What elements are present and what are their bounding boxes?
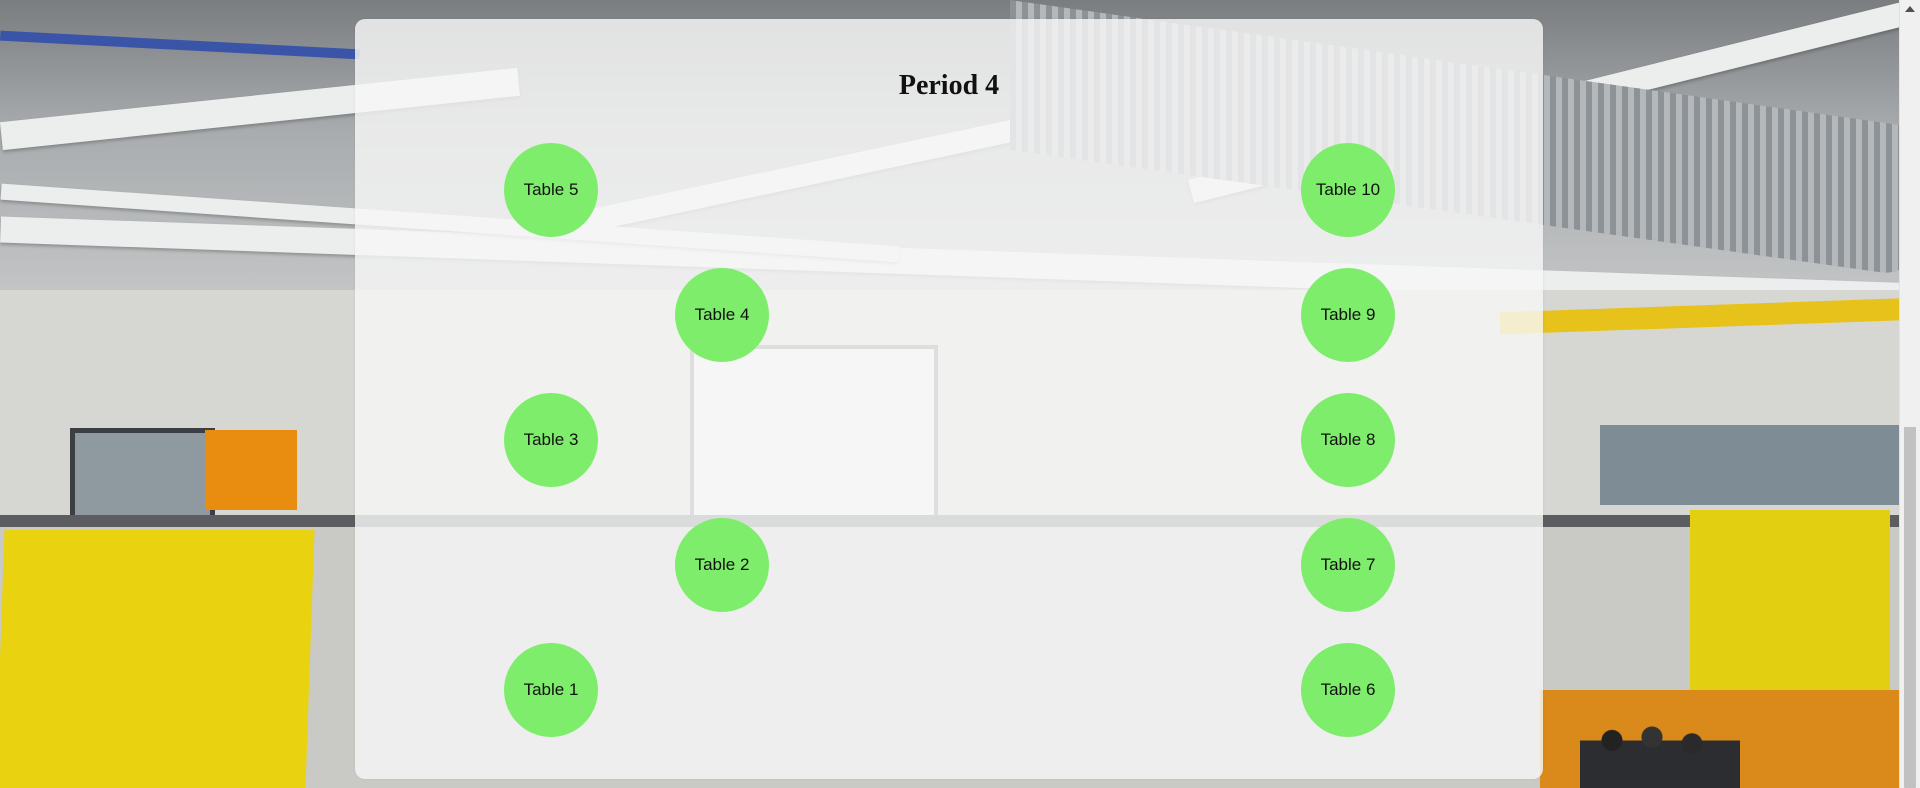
- table-2-button[interactable]: Table 2: [675, 518, 769, 612]
- table-6-button[interactable]: Table 6: [1301, 643, 1395, 737]
- seating-plan-panel: Period 4 Table 5 Table 4 Table 3 Table 2…: [355, 19, 1543, 779]
- table-3-button[interactable]: Table 3: [504, 393, 598, 487]
- table-4-button[interactable]: Table 4: [675, 268, 769, 362]
- page-title: Period 4: [898, 70, 1000, 101]
- table-9-button[interactable]: Table 9: [1301, 268, 1395, 362]
- table-10-button[interactable]: Table 10: [1301, 143, 1395, 237]
- table-8-button[interactable]: Table 8: [1301, 393, 1395, 487]
- table-7-button[interactable]: Table 7: [1301, 518, 1395, 612]
- chevron-up-icon[interactable]: [1900, 0, 1920, 18]
- vertical-scrollbar[interactable]: [1899, 0, 1920, 788]
- table-5-button[interactable]: Table 5: [504, 143, 598, 237]
- scrollbar-thumb[interactable]: [1904, 427, 1916, 788]
- table-1-button[interactable]: Table 1: [504, 643, 598, 737]
